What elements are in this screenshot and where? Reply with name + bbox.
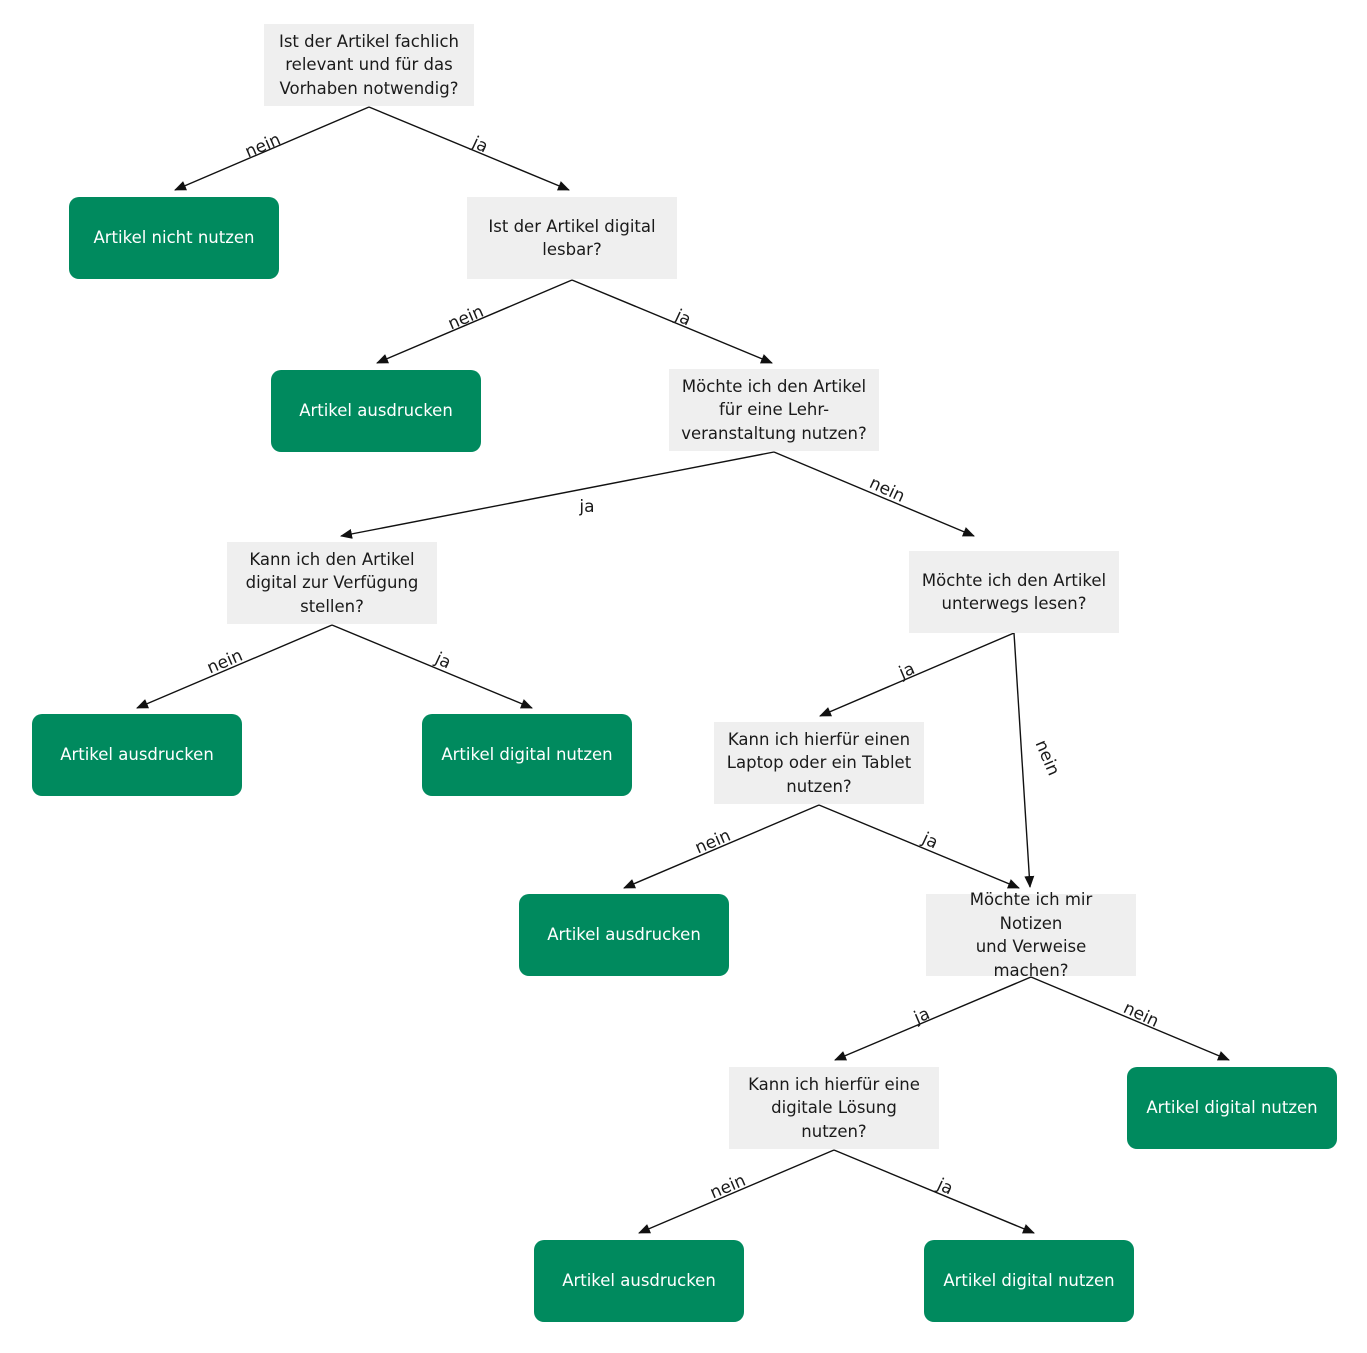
question-read-on-the-go-text: Möchte ich den Artikel unterwegs lesen? xyxy=(921,570,1107,614)
outcome-digital-2-text: Artikel digital nutzen xyxy=(1146,1098,1318,1118)
question-digitally-readable-text: Ist der Artikel digital lesbar? xyxy=(488,216,656,260)
outcome-print-2: Artikel ausdrucken xyxy=(32,714,242,796)
edge-q1-q2 xyxy=(368,106,570,191)
question-teaching-use: Möchte ich den Artikel für eine Lehr- ve… xyxy=(669,369,879,451)
edge-q2-o2 xyxy=(376,279,573,364)
edge-q4-o3 xyxy=(136,624,333,709)
outcome-print-3-text: Artikel ausdrucken xyxy=(547,925,701,945)
edge-label-ja: ja xyxy=(468,132,491,157)
question-digital-solution: Kann ich hierfür eine digitale Lösung nu… xyxy=(729,1067,939,1149)
question-laptop-tablet-text: Kann ich hierfür einen Laptop oder ein T… xyxy=(726,729,912,796)
question-digital-solution-text: Kann ich hierfür eine digitale Lösung nu… xyxy=(748,1074,920,1141)
outcome-digital-2: Artikel digital nutzen xyxy=(1127,1067,1337,1149)
edge-q2-q3 xyxy=(571,279,773,364)
question-notes-references: Möchte ich mir Notizen und Verweise mach… xyxy=(926,890,1136,980)
edge-label-nein: nein xyxy=(1120,998,1162,1032)
edge-label-ja: ja xyxy=(933,1174,956,1199)
question-relevance: Ist der Artikel fachlich relevant und fü… xyxy=(264,24,474,106)
edge-label-ja: ja xyxy=(918,828,941,853)
question-relevance-text: Ist der Artikel fachlich relevant und fü… xyxy=(278,31,460,98)
outcome-print-4-text: Artikel ausdrucken xyxy=(562,1271,716,1291)
edge-q4-o4 xyxy=(331,624,533,709)
edge-label-nein: nein xyxy=(707,1171,749,1204)
edge-label-nein: nein xyxy=(1031,737,1064,779)
edge-label-ja: ja xyxy=(431,648,454,673)
edge-label-ja: ja xyxy=(578,497,594,517)
question-digitally-readable: Ist der Artikel digital lesbar? xyxy=(467,197,677,279)
outcome-print-4: Artikel ausdrucken xyxy=(534,1240,744,1322)
edge-label-ja: ja xyxy=(895,659,918,684)
edge-label-ja: ja xyxy=(671,305,694,330)
question-provide-digitally-text: Kann ich den Artikel digital zur Verfügu… xyxy=(245,549,419,616)
edge-q8-o7 xyxy=(638,1149,835,1234)
edge-q6-q7 xyxy=(818,804,1020,889)
outcome-not-use: Artikel nicht nutzen xyxy=(69,197,279,279)
edge-q3-q4 xyxy=(340,451,775,539)
question-teaching-use-text: Möchte ich den Artikel für eine Lehr- ve… xyxy=(681,376,867,443)
edge-q7-q8 xyxy=(834,976,1032,1061)
edge-q3-q5 xyxy=(773,451,975,537)
edge-label-ja: ja xyxy=(910,1004,933,1029)
outcome-print-1-text: Artikel ausdrucken xyxy=(299,401,453,421)
question-provide-digitally: Kann ich den Artikel digital zur Verfügu… xyxy=(227,542,437,624)
edge-q7-o6 xyxy=(1030,976,1230,1061)
edge-label-nein: nein xyxy=(242,130,284,163)
edge-q1-o1 xyxy=(174,106,370,191)
edge-label-nein: nein xyxy=(692,826,734,859)
outcome-digital-1-text: Artikel digital nutzen xyxy=(441,745,613,765)
edge-q6-o5 xyxy=(623,804,820,889)
question-notes-references-text: Möchte ich mir Notizen und Verweise mach… xyxy=(969,890,1093,980)
edge-label-nein: nein xyxy=(866,473,908,507)
edge-q5-q7 xyxy=(1013,632,1035,888)
outcome-digital-3: Artikel digital nutzen xyxy=(924,1240,1134,1322)
outcome-print-3: Artikel ausdrucken xyxy=(519,894,729,976)
edge-q5-q6 xyxy=(819,632,1015,717)
outcome-print-1: Artikel ausdrucken xyxy=(271,370,481,452)
edge-q8-o8 xyxy=(833,1149,1035,1234)
outcome-print-2-text: Artikel ausdrucken xyxy=(60,745,214,765)
edge-label-nein: nein xyxy=(445,302,487,335)
question-laptop-tablet: Kann ich hierfür einen Laptop oder ein T… xyxy=(714,722,924,804)
outcome-digital-3-text: Artikel digital nutzen xyxy=(943,1271,1115,1291)
edge-label-nein: nein xyxy=(204,646,246,679)
outcome-digital-1: Artikel digital nutzen xyxy=(422,714,632,796)
question-read-on-the-go: Möchte ich den Artikel unterwegs lesen? xyxy=(909,551,1119,633)
outcome-not-use-text: Artikel nicht nutzen xyxy=(93,228,255,248)
